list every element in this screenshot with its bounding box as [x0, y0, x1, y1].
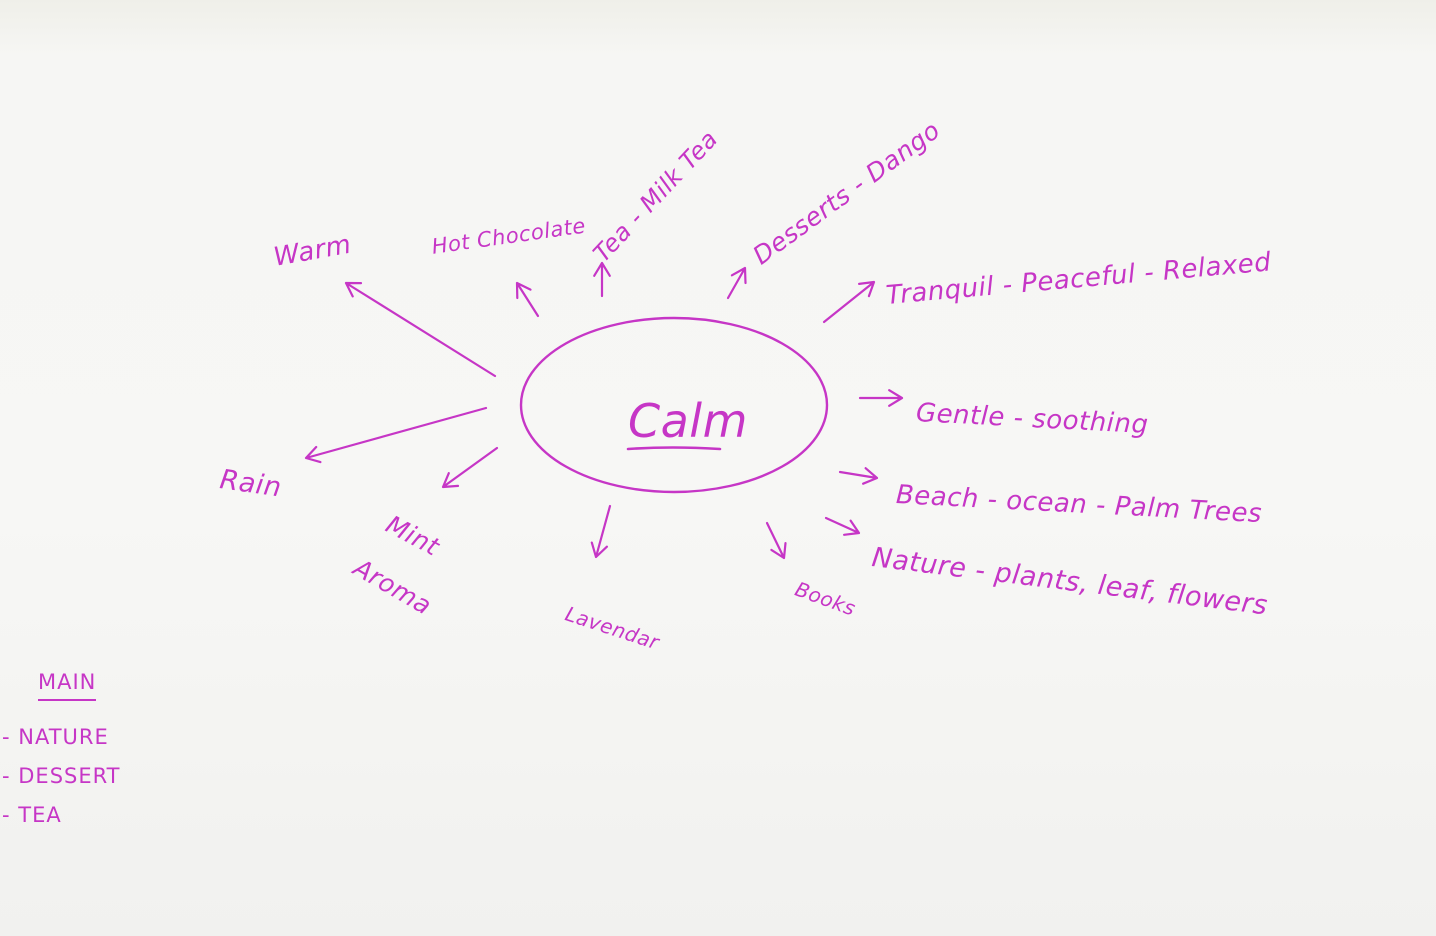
arrow-mint — [441, 446, 499, 489]
arrow-gentle — [858, 389, 904, 407]
arrow-books — [765, 521, 787, 560]
legend-item-tea: - TEA — [2, 803, 62, 827]
arrow-lavender — [590, 504, 612, 559]
legend-item-dessert: - DESSERT — [2, 764, 121, 788]
arrow-desserts — [726, 266, 747, 300]
arrow-hot-chocolate — [515, 281, 540, 318]
center-underline — [626, 446, 722, 451]
arrow-tea — [593, 261, 611, 298]
arrow-nature — [824, 516, 861, 536]
legend-title: MAIN — [38, 670, 97, 701]
legend-item-nature: - NATURE — [2, 725, 109, 749]
arrow-rain — [304, 406, 488, 464]
node-rain: Rain — [217, 464, 284, 504]
arrow-beach — [838, 467, 879, 485]
arrow-warm — [344, 281, 497, 378]
center-label: Calm — [628, 394, 748, 448]
center-ellipse — [519, 316, 829, 494]
arrow-tranquil — [822, 280, 876, 324]
